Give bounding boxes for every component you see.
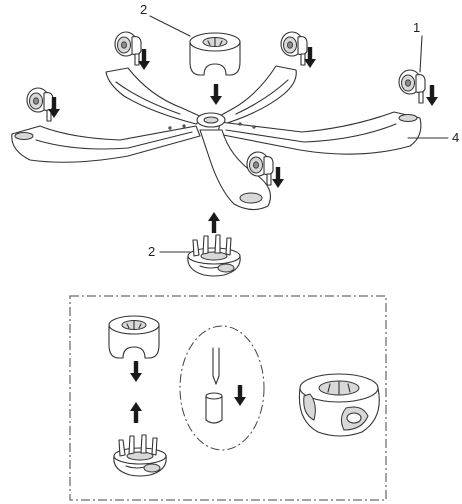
- base-leg-back-left: [105, 67, 205, 125]
- caster-back-left: [114, 31, 142, 66]
- hub-cap-bottom: [187, 234, 241, 277]
- hub-cap-top: [189, 32, 241, 76]
- down-arrow-icon: [272, 167, 284, 188]
- callout-label-hub-cap-bottom: 2: [148, 244, 155, 259]
- base-leg-left: [11, 125, 201, 163]
- up-arrow-icon: [130, 402, 142, 423]
- detail-panel-border: [69, 295, 387, 501]
- down-arrow-icon: [234, 385, 246, 406]
- callout-label-hub-cap-top: 2: [140, 2, 147, 17]
- caster-socket-right: [398, 114, 418, 122]
- caster-socket-left: [14, 132, 34, 140]
- detail-hub-cap-bottom: [113, 434, 167, 477]
- callout-label-base: 4: [452, 130, 459, 145]
- detail-pin: [205, 347, 223, 424]
- caster-right: [398, 69, 426, 104]
- leader-line-2-top: [149, 15, 191, 37]
- down-arrow-icon: [210, 84, 222, 105]
- caster-socket-front: [239, 192, 263, 204]
- caster-left: [26, 87, 54, 122]
- down-arrow-icon: [426, 85, 438, 106]
- base-leg-back-right: [215, 65, 297, 125]
- leader-line-1: [419, 35, 423, 73]
- detail-pin-insertion-inset: [179, 325, 265, 451]
- detail-hub-cap-top: [108, 315, 160, 359]
- up-arrow-icon: [208, 212, 220, 233]
- callout-label-casters: 1: [413, 20, 420, 35]
- base-leg-right: [217, 111, 422, 155]
- detail-hub-cap-assembled: [298, 373, 380, 437]
- chair-base: [11, 65, 422, 211]
- base-leg-front: [199, 129, 271, 211]
- caster-back-right: [280, 31, 308, 66]
- down-arrow-icon: [130, 361, 142, 382]
